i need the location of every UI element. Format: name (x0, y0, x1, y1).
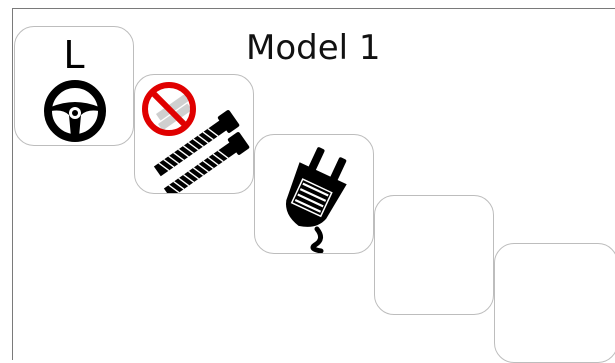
tile-steering[interactable]: L (14, 26, 134, 146)
power-plug-icon (285, 147, 347, 253)
tile-empty-2[interactable] (494, 243, 615, 363)
tile-letter: L (63, 33, 85, 77)
page-title: Model 1 (246, 28, 381, 68)
tile-empty-1[interactable] (374, 195, 494, 315)
tile-bolts[interactable] (134, 74, 254, 194)
tile-plug[interactable] (254, 134, 374, 254)
no-bolts-icon (142, 82, 250, 193)
steering-wheel-icon (44, 80, 106, 142)
